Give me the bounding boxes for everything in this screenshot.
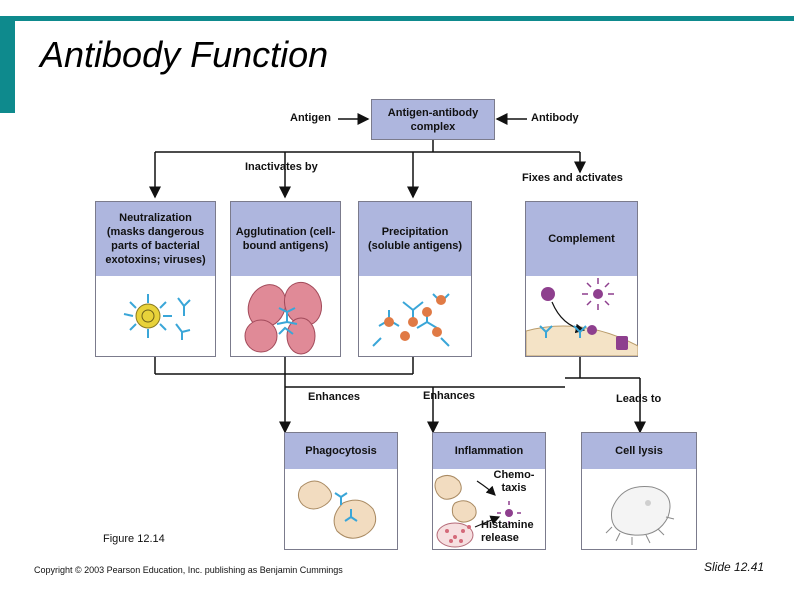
- antibody-function-figure: Antigen Antibody Antigen-antibody comple…: [95, 97, 701, 555]
- agglutination-box: Agglutination (cell-bound antigens): [230, 201, 341, 357]
- figure-caption: Figure 12.14: [103, 533, 165, 545]
- neutralization-illustration: [123, 294, 191, 340]
- complement-label: Complement: [526, 202, 637, 276]
- histamine-release-label: Histamine release: [481, 519, 534, 544]
- enhances-left-label: Enhances: [308, 391, 360, 403]
- antigen-antibody-complex-box: Antigen-antibody complex: [371, 99, 495, 140]
- side-accent-bar: [0, 16, 15, 113]
- copyright-notice: Copyright © 2003 Pearson Education, Inc.…: [34, 565, 343, 575]
- cell-lysis-label: Cell lysis: [582, 433, 696, 469]
- complement-illustration: [526, 278, 638, 356]
- slide-number: Slide 12.41: [704, 560, 765, 574]
- antibody-label: Antibody: [531, 112, 579, 124]
- complement-box: Complement: [525, 201, 638, 357]
- leads-to-label: Leads to: [616, 393, 662, 405]
- precipitation-illustration: [372, 293, 450, 347]
- antigen-label: Antigen: [290, 112, 331, 124]
- agglutination-label: Agglutination (cell-bound antigens): [231, 202, 340, 276]
- enhances-middle-label: Enhances: [423, 390, 475, 402]
- neutralization-label: Neutralization (masks dangerous parts of…: [96, 202, 215, 276]
- inactivates-by-label: Inactivates by: [245, 161, 318, 173]
- cell-lysis-box: Cell lysis: [581, 432, 697, 550]
- inflammation-label: Inflammation: [433, 433, 545, 469]
- inflammation-illustration: [434, 475, 521, 548]
- inflammation-box: Inflammation Chemo-taxis Histamine relea…: [432, 432, 546, 550]
- precipitation-box: Precipitation (soluble antigens): [358, 201, 472, 357]
- chemotaxis-label: Chemo-taxis: [493, 469, 535, 494]
- phagocytosis-label: Phagocytosis: [285, 433, 397, 469]
- cell-lysis-illustration: [605, 485, 675, 545]
- slide-title: Antibody Function: [40, 34, 329, 75]
- phagocytosis-illustration: [297, 480, 377, 539]
- agglutination-illustration: [244, 281, 323, 355]
- complex-label: Antigen-antibody complex: [372, 100, 494, 139]
- fixes-activates-label: Fixes and activates: [522, 172, 623, 184]
- precipitation-label: Precipitation (soluble antigens): [359, 202, 471, 276]
- diagram-connectors: [149, 113, 646, 434]
- top-accent-bar: [0, 16, 794, 21]
- phagocytosis-box: Phagocytosis: [284, 432, 398, 550]
- neutralization-box: Neutralization (masks dangerous parts of…: [95, 201, 216, 357]
